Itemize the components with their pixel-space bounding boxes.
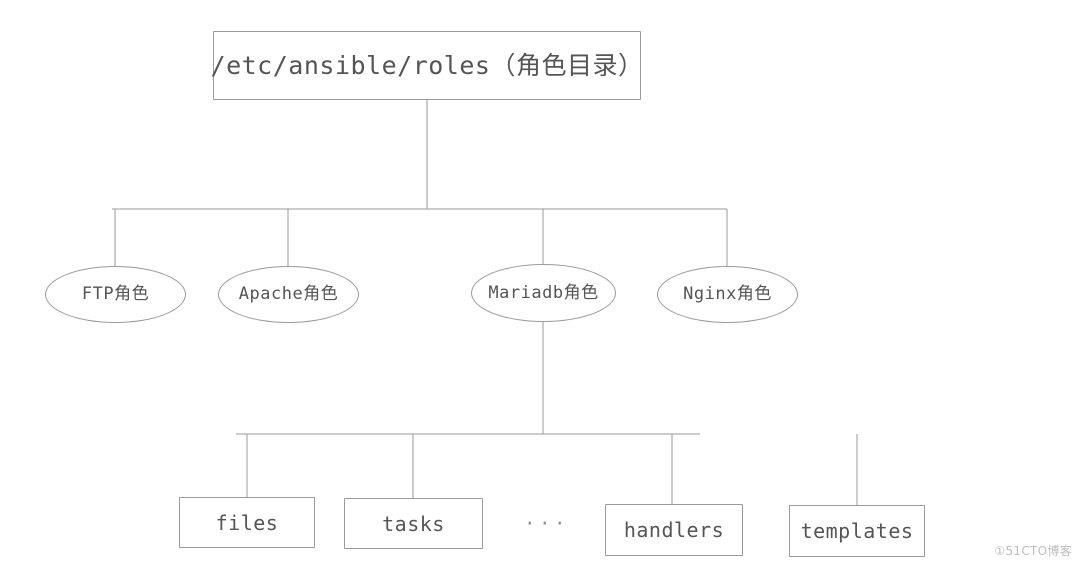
node-role-ftp-label: FTP角色 (81, 284, 150, 305)
node-role-nginx-label: Nginx角色 (683, 284, 772, 305)
node-leaf-templates[interactable]: templates (789, 505, 925, 557)
ellipsis-label: · · · (526, 511, 564, 537)
node-leaf-handlers-label: handlers (623, 518, 725, 542)
node-role-mariadb-label: Mariadb角色 (488, 282, 599, 303)
node-root-roles-directory[interactable]: /etc/ansible/roles（角色目录） (210, 31, 644, 100)
node-role-apache-label: Apache角色 (238, 284, 339, 305)
node-role-nginx[interactable]: Nginx角色 (657, 266, 798, 323)
node-leaf-tasks[interactable]: tasks (344, 498, 483, 549)
node-leaf-files-label: files (215, 510, 279, 535)
watermark-51cto: ①51CTO博客 (994, 542, 1072, 559)
node-role-mariadb[interactable]: Mariadb角色 (471, 264, 616, 322)
node-leaf-ellipsis-indicator: · · · (514, 508, 576, 542)
node-role-apache[interactable]: Apache角色 (218, 266, 359, 323)
watermark-label: ①51CTO博客 (994, 544, 1072, 558)
node-role-ftp[interactable]: FTP角色 (45, 266, 186, 323)
node-leaf-handlers[interactable]: handlers (605, 504, 743, 556)
node-leaf-tasks-label: tasks (382, 511, 445, 536)
node-leaf-files[interactable]: files (179, 497, 315, 548)
node-root-label: /etc/ansible/roles（角色目录） (210, 50, 644, 80)
node-leaf-templates-label: templates (800, 519, 914, 543)
